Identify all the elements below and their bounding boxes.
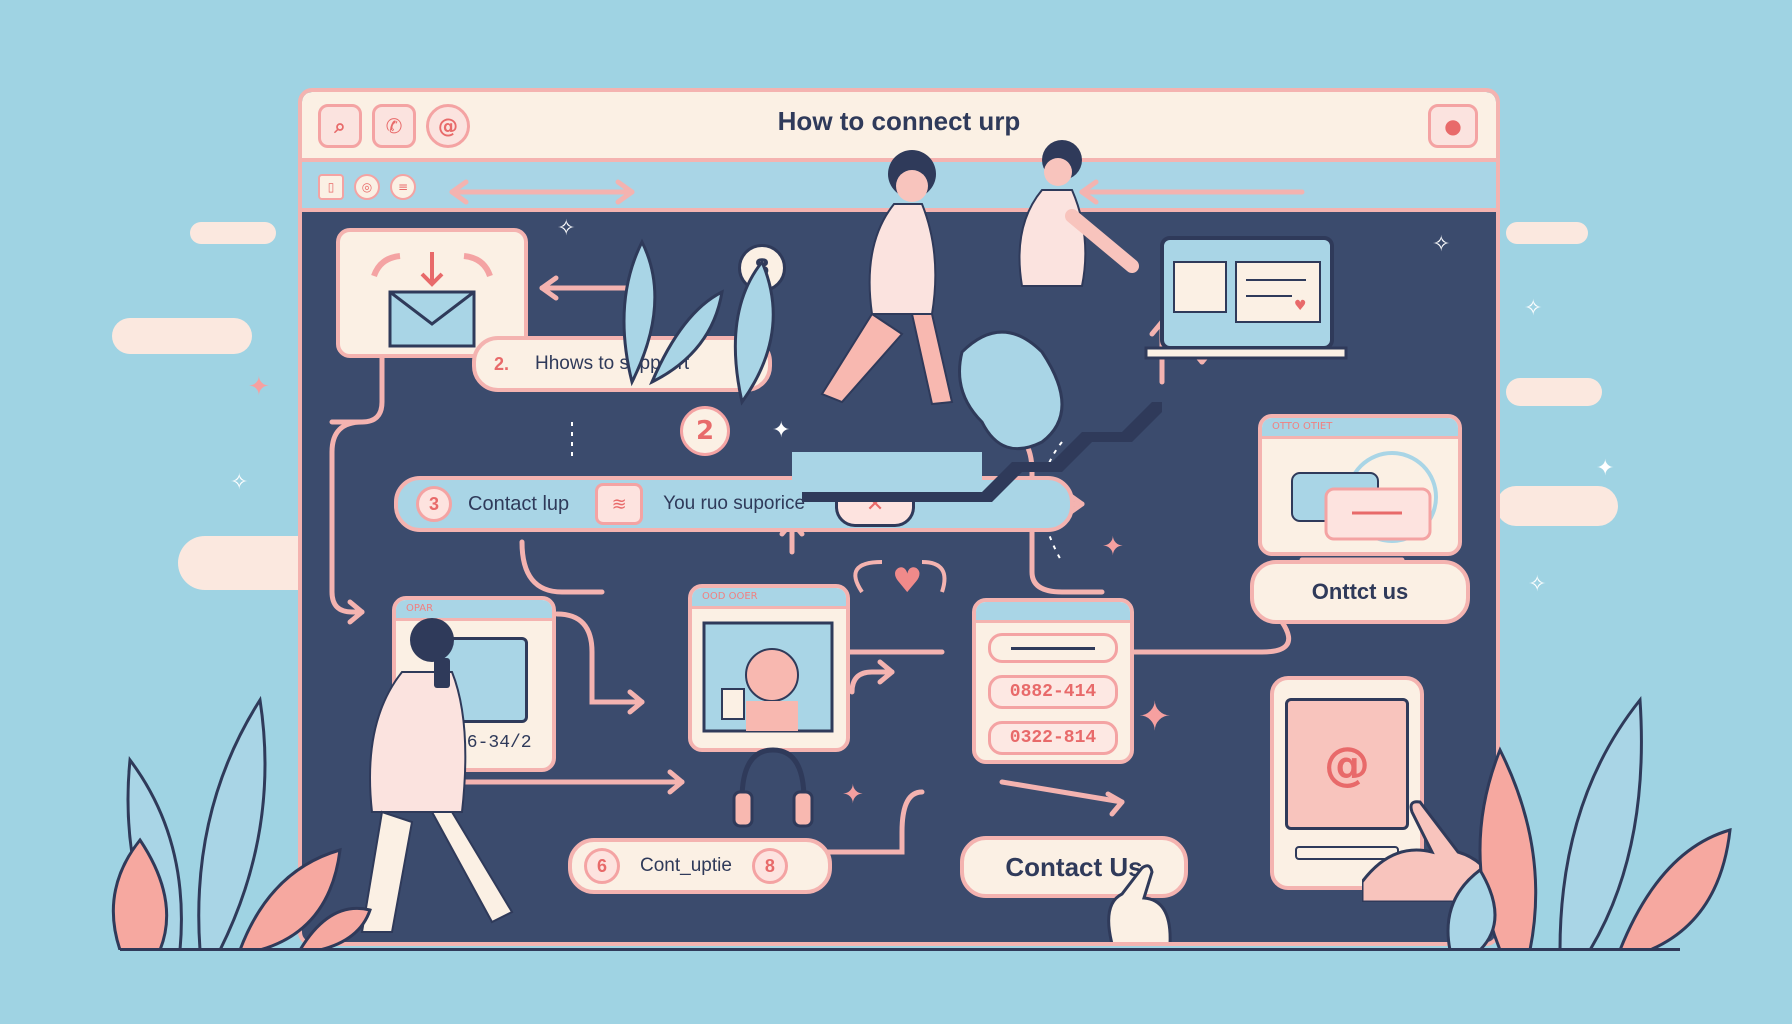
contact-us-button[interactable]: Contact Us bbox=[960, 836, 1188, 898]
person-working-illustration bbox=[1018, 140, 1139, 287]
card-title-bar: OPAR bbox=[396, 600, 552, 621]
sparkle-icon: ✦ bbox=[842, 780, 864, 810]
cloud-left-mid bbox=[112, 318, 252, 354]
card-title-bar: OTTO OTIET bbox=[1262, 418, 1458, 439]
search-icon[interactable]: ⌕ bbox=[318, 104, 362, 148]
sparkle-icon: ✦ bbox=[772, 418, 791, 443]
card-title-bar bbox=[976, 602, 1130, 623]
contact-us-label: Onttct us bbox=[1311, 579, 1409, 604]
chat-icon: ≋ bbox=[595, 483, 644, 525]
ground-line bbox=[120, 948, 1680, 951]
svg-text:♥: ♥ bbox=[892, 561, 922, 601]
page-title: How to connect urp bbox=[777, 106, 1021, 136]
step-6-trailing: 8 bbox=[751, 848, 788, 884]
pointing-hand-icon bbox=[1107, 864, 1172, 942]
step-3-number: 3 bbox=[416, 486, 452, 522]
sparkle-icon: ✦ bbox=[1596, 456, 1615, 481]
leaves-right-illustration bbox=[1446, 696, 1732, 950]
title-bar: ⌕ ✆ @ How to connect urp ● bbox=[302, 92, 1496, 162]
contact-us-button-label: Contact Us bbox=[1005, 851, 1143, 882]
menu-icon[interactable]: ▯ bbox=[318, 174, 344, 200]
step-3-pill[interactable]: 3 Contact lup ≋ You ruo suporice ✕ bbox=[394, 476, 1074, 532]
stairs-illustration bbox=[792, 330, 1162, 502]
cloud-right-low bbox=[1496, 486, 1618, 526]
step-6-number: 6 bbox=[584, 848, 620, 884]
step-6-pill[interactable]: 6 Cont_uptie 8 bbox=[568, 838, 832, 894]
cloud-left-top bbox=[190, 222, 276, 244]
sparkle-icon: ✧ bbox=[1524, 296, 1543, 321]
at-icon[interactable]: @ bbox=[426, 104, 470, 148]
step-badge: 2 bbox=[680, 406, 730, 456]
sparkle-icon: ✧ bbox=[1528, 572, 1547, 597]
step-3-secondary-label: You ruo suporice bbox=[663, 493, 806, 514]
sparkle-icon: ✦ bbox=[1138, 694, 1172, 740]
step-3-label: Contact lup bbox=[468, 492, 570, 515]
close-icon[interactable]: ● bbox=[1428, 104, 1478, 148]
chat-card: OTTO OTIET bbox=[1258, 414, 1462, 556]
list-icon[interactable]: ≡ bbox=[390, 174, 416, 200]
phone-card-number: 66-34/2 bbox=[456, 733, 532, 753]
step-2-label: Hhows to supporrt bbox=[535, 353, 690, 374]
person-on-phone-illustration bbox=[360, 618, 514, 933]
email-screen: @ bbox=[1285, 698, 1409, 830]
avatar-icon bbox=[702, 621, 834, 733]
envelope-icon bbox=[371, 252, 493, 348]
at-symbol: @ bbox=[1324, 737, 1370, 791]
browser-window: ⌕ ✆ @ How to connect urp ● ▯ ◎ ≡ bbox=[298, 88, 1500, 946]
sparkle-icon: ✧ bbox=[1432, 232, 1451, 257]
step-2-pill[interactable]: 2. Hhows to supporrt bbox=[472, 336, 772, 392]
step-2-number: 2. bbox=[494, 353, 510, 374]
chat-bubbles-icon bbox=[1291, 451, 1438, 543]
phone-number-2[interactable]: 0322-814 bbox=[988, 721, 1118, 755]
contact-us-pill-right[interactable]: Onttct us bbox=[1250, 560, 1470, 624]
card-title-bar: OOD OOER bbox=[692, 588, 846, 609]
sparkle-icon: ✧ bbox=[557, 216, 576, 241]
person-walking-illustration bbox=[820, 150, 954, 406]
laptop-icon: ♥ bbox=[1144, 236, 1348, 360]
video-call-card: OOD OOER bbox=[688, 584, 850, 752]
cloud-right-top bbox=[1506, 222, 1588, 244]
email-card bbox=[336, 228, 528, 358]
refresh-icon[interactable]: ◎ bbox=[354, 174, 380, 200]
step-6-label: Cont_uptie bbox=[640, 855, 732, 876]
svg-text:♥: ♥ bbox=[1294, 298, 1307, 314]
phone-icon[interactable]: ✆ bbox=[372, 104, 416, 148]
leaves-left-illustration bbox=[111, 695, 372, 950]
sparkle-icon: ✦ bbox=[248, 372, 270, 402]
sparkle-icon: ✦ bbox=[1102, 532, 1124, 562]
headset-icon bbox=[732, 747, 814, 828]
phone-numbers-card: 0882-414 0322-814 bbox=[972, 598, 1134, 764]
sparkle-icon: ✧ bbox=[230, 470, 249, 495]
search-field bbox=[988, 633, 1118, 663]
phone-number-1[interactable]: 0882-414 bbox=[988, 675, 1118, 709]
plant-illustration bbox=[622, 238, 775, 406]
cloud-right-mid bbox=[1506, 378, 1602, 406]
